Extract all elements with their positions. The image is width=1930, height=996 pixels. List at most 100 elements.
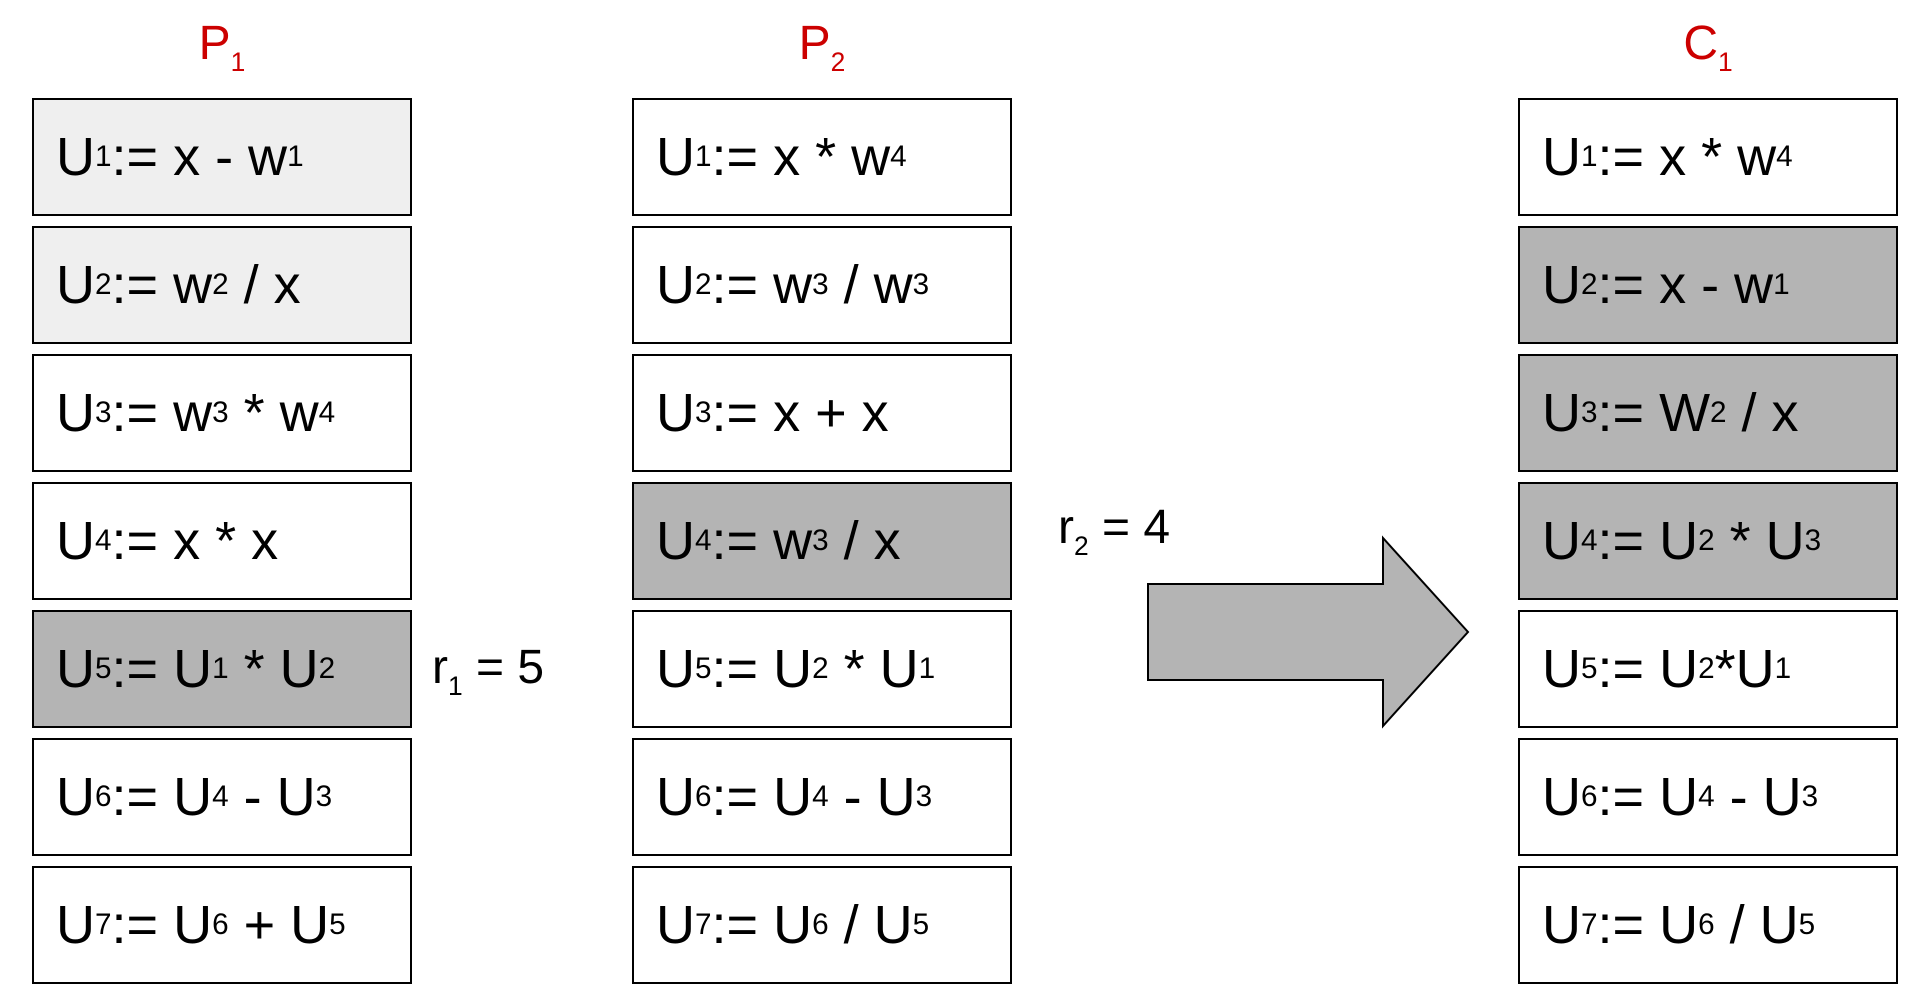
cell-rhs-text: w	[773, 255, 813, 315]
title-c1: C1	[1518, 14, 1898, 75]
cell-lhs: U	[656, 511, 695, 571]
cell-lhs: U	[1542, 127, 1581, 187]
title-p2: P2	[632, 14, 1012, 77]
cell-rhs-text: x - w	[173, 127, 288, 187]
title-p1-main: P	[198, 17, 231, 70]
arrow-shape	[1147, 535, 1470, 729]
cell-rhs-text: x * w	[1659, 127, 1777, 187]
cell-rhs-text: w	[173, 383, 213, 443]
cell-lhs: U	[1542, 255, 1581, 315]
cell-lhs: U	[656, 127, 695, 187]
assign-operator: :=	[711, 255, 774, 315]
crossover-label-r2: r2 = 4	[1058, 500, 1171, 559]
cell-lhs: U	[1542, 383, 1581, 443]
r1-value: = 5	[462, 641, 545, 694]
assign-operator: :=	[711, 895, 774, 955]
cell-lhs: U	[656, 255, 695, 315]
right-arrow-icon	[1147, 535, 1470, 729]
cell-lhs: U	[656, 383, 695, 443]
crossover-label-r1: r1 = 5	[432, 640, 545, 699]
cell-rhs-text: w	[173, 255, 213, 315]
cell-rhs-text: U	[173, 895, 213, 955]
cell-rhs-text: U	[173, 639, 213, 699]
r1-main: r	[432, 641, 448, 694]
assign-operator: :=	[111, 639, 174, 699]
cell-rhs-text: - U	[1714, 767, 1802, 827]
assign-operator: :=	[111, 511, 174, 571]
assign-operator: :=	[1597, 255, 1660, 315]
assign-operator: :=	[711, 767, 774, 827]
cell-lhs: U	[56, 895, 95, 955]
cell-lhs: U	[1542, 767, 1581, 827]
r1-sub: 1	[447, 670, 463, 701]
cell-rhs-text: / U	[1714, 895, 1799, 955]
cell-rhs-text: * U	[228, 639, 319, 699]
cell-rhs-text: U	[1659, 895, 1699, 955]
r2-main: r	[1058, 501, 1074, 554]
cell-rhs-text: / x	[828, 511, 901, 571]
r2-value: = 4	[1088, 501, 1171, 554]
cell-lhs: U	[56, 255, 95, 315]
cell-lhs: U	[656, 895, 695, 955]
cell-rhs-text: U	[773, 639, 813, 699]
assign-operator: :=	[711, 127, 774, 187]
cell-rhs-text: / x	[1726, 383, 1799, 443]
cell-rhs-text: / w	[828, 255, 913, 315]
cell-lhs: U	[56, 511, 95, 571]
cell-lhs: U	[1542, 639, 1581, 699]
cell-rhs-text: U	[1659, 511, 1699, 571]
cell-lhs: U	[656, 767, 695, 827]
title-p2-main: P	[798, 17, 831, 70]
assign-operator: :=	[111, 127, 174, 187]
cell-rhs-text: - U	[228, 767, 316, 827]
cell-rhs-text: x * w	[773, 127, 891, 187]
cell-rhs-text: / U	[828, 895, 913, 955]
assign-operator: :=	[1597, 511, 1660, 571]
cell-lhs: U	[56, 127, 95, 187]
assign-operator: :=	[1597, 127, 1660, 187]
cell-rhs-text: w	[773, 511, 813, 571]
cell-lhs: U	[1542, 511, 1581, 571]
title-p2-sub: 2	[830, 46, 846, 77]
cell-lhs: U	[56, 383, 95, 443]
assign-operator: :=	[711, 511, 774, 571]
cell-rhs-text: * U	[828, 639, 919, 699]
cell-rhs-text: / x	[228, 255, 301, 315]
assign-operator: :=	[111, 895, 174, 955]
assign-operator: :=	[1597, 639, 1660, 699]
cell-rhs-text: x + x	[773, 383, 889, 443]
title-p1: P1	[32, 14, 412, 77]
cell-rhs-text: W	[1659, 383, 1711, 443]
cell-rhs-text: U	[773, 767, 813, 827]
assign-operator: :=	[111, 383, 174, 443]
assign-operator: :=	[111, 767, 174, 827]
cell-lhs: U	[656, 639, 695, 699]
cell-lhs: U	[56, 767, 95, 827]
cell-rhs-text: U	[773, 895, 813, 955]
cell-rhs-text: * w	[228, 383, 319, 443]
cell-rhs-text: U	[1659, 639, 1699, 699]
title-p1-sub: 1	[230, 46, 246, 77]
cell-lhs: U	[1542, 895, 1581, 955]
cell-rhs-text: - U	[828, 767, 916, 827]
